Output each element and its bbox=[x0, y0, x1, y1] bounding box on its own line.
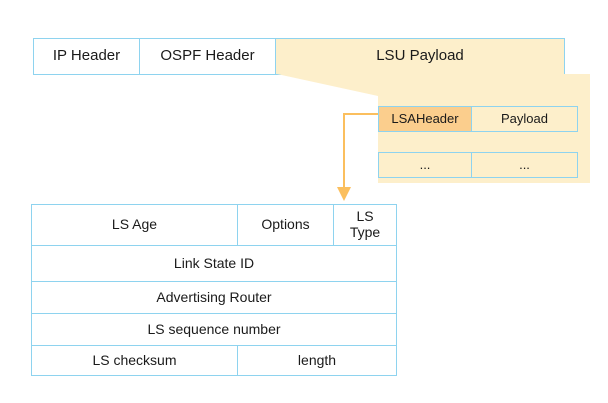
field-cell-options: Options bbox=[237, 204, 334, 246]
field-cell-advertising-router-label: Advertising Router bbox=[156, 288, 272, 305]
lsa-cell-lsa-header: LSAHeader bbox=[378, 106, 472, 132]
lsa-cell-payload-label: Payload bbox=[501, 110, 548, 126]
field-cell-ls-type: LS Type bbox=[333, 204, 397, 246]
field-cell-ls-checksum: LS checksum bbox=[31, 345, 238, 376]
lsa-cell-ellipsis-left-label: ... bbox=[419, 156, 431, 172]
lsa-cell-ellipsis-right-label: ... bbox=[519, 156, 530, 172]
packet-cell-ospf-header-label: OSPF Header bbox=[160, 47, 255, 65]
field-cell-ls-age: LS Age bbox=[31, 204, 238, 246]
lsa-cell-payload: Payload bbox=[471, 106, 578, 132]
field-cell-ls-sequence-number-label: LS sequence number bbox=[147, 320, 281, 337]
packet-cell-lsu-payload: LSU Payload bbox=[275, 38, 565, 75]
field-cell-length-label: length bbox=[297, 351, 337, 368]
field-cell-ls-type-label-line1: LS bbox=[356, 208, 374, 225]
field-cell-ls-sequence-number: LS sequence number bbox=[31, 313, 397, 346]
field-cell-length: length bbox=[237, 345, 397, 376]
field-cell-options-label: Options bbox=[261, 216, 310, 233]
lsa-cell-ellipsis-left: ... bbox=[378, 152, 472, 178]
field-cell-ls-age-label: LS Age bbox=[111, 216, 158, 233]
field-cell-link-state-id-label: Link State ID bbox=[173, 254, 255, 271]
packet-cell-lsu-payload-label: LSU Payload bbox=[376, 47, 464, 65]
lsu-payload-expand-trapezoid bbox=[277, 74, 590, 96]
packet-cell-ip-header: IP Header bbox=[33, 38, 140, 75]
packet-cell-ip-header-label: IP Header bbox=[52, 47, 121, 65]
lsa-header-expand-arrow bbox=[337, 113, 378, 201]
lsa-cell-ellipsis-right: ... bbox=[471, 152, 578, 178]
field-cell-ls-checksum-label: LS checksum bbox=[92, 351, 177, 368]
lsa-cell-lsa-header-label: LSAHeader bbox=[391, 110, 459, 126]
field-cell-link-state-id: Link State ID bbox=[31, 245, 397, 282]
packet-cell-ospf-header: OSPF Header bbox=[139, 38, 276, 75]
field-cell-advertising-router: Advertising Router bbox=[31, 281, 397, 314]
field-cell-ls-type-label-line2: Type bbox=[349, 224, 381, 240]
